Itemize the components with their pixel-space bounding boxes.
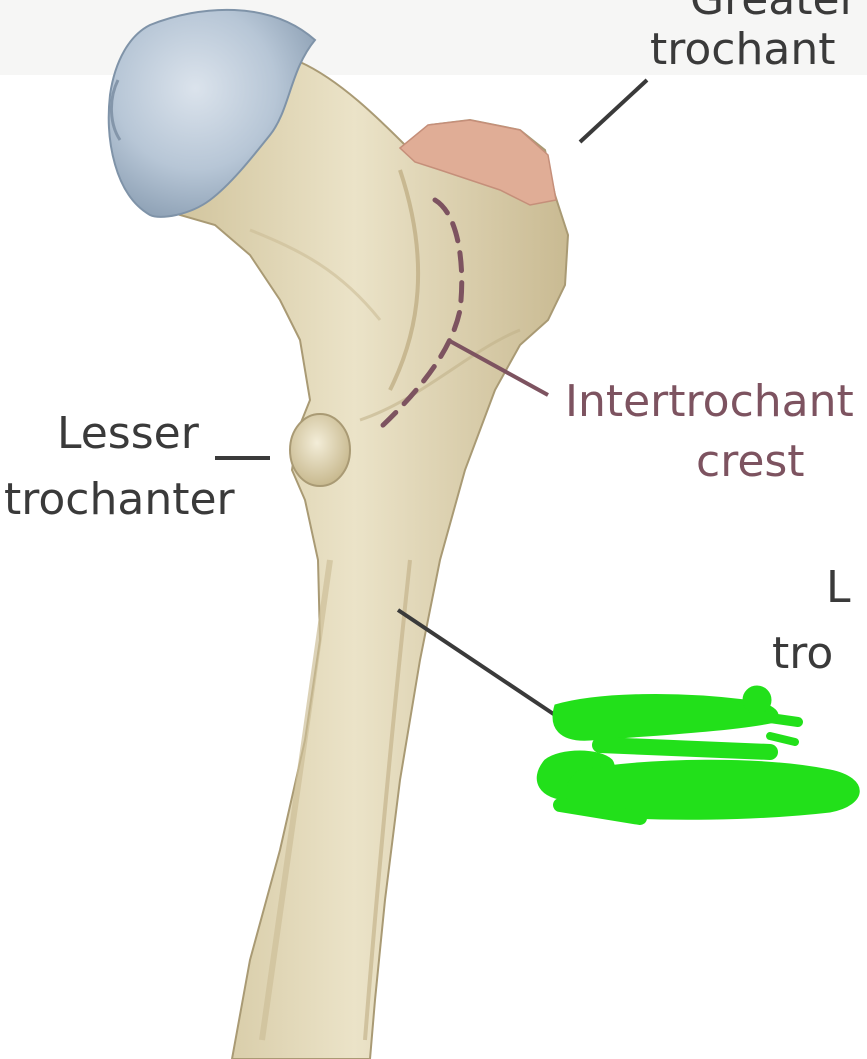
intertrochanteric-leader bbox=[447, 338, 549, 397]
intertrochanteric-crest-label-line2: crest bbox=[696, 436, 805, 487]
lesser-trochanter-bump bbox=[289, 413, 351, 487]
greater-trochanter-label-line1: Greater bbox=[690, 0, 858, 22]
intertrochanteric-crest-label-line1: Intertrochant bbox=[565, 376, 854, 427]
neck-texture bbox=[249, 228, 382, 321]
greater-trochanter-leader bbox=[578, 78, 649, 144]
femoral-head bbox=[107, 8, 317, 218]
linea-leader bbox=[396, 608, 557, 717]
trochanter-ridge bbox=[388, 169, 421, 391]
linea-label-line2: tro bbox=[772, 628, 834, 679]
lesser-trochanter-label-line1: Lesser bbox=[57, 408, 199, 459]
lesser-trochanter-label-line2: trochanter bbox=[4, 474, 235, 525]
linea-label-line1: L bbox=[826, 562, 851, 613]
shaft-texture bbox=[363, 559, 412, 1041]
greater-trochanter-label-line2: trochant bbox=[650, 24, 836, 75]
neck-texture bbox=[359, 328, 521, 422]
fovea bbox=[109, 79, 122, 141]
shaft-texture bbox=[259, 559, 333, 1041]
greater-trochanter-patch bbox=[398, 119, 557, 206]
green-scribble-redaction bbox=[536, 685, 860, 825]
intertrochanteric-crest-dashed bbox=[377, 197, 465, 431]
